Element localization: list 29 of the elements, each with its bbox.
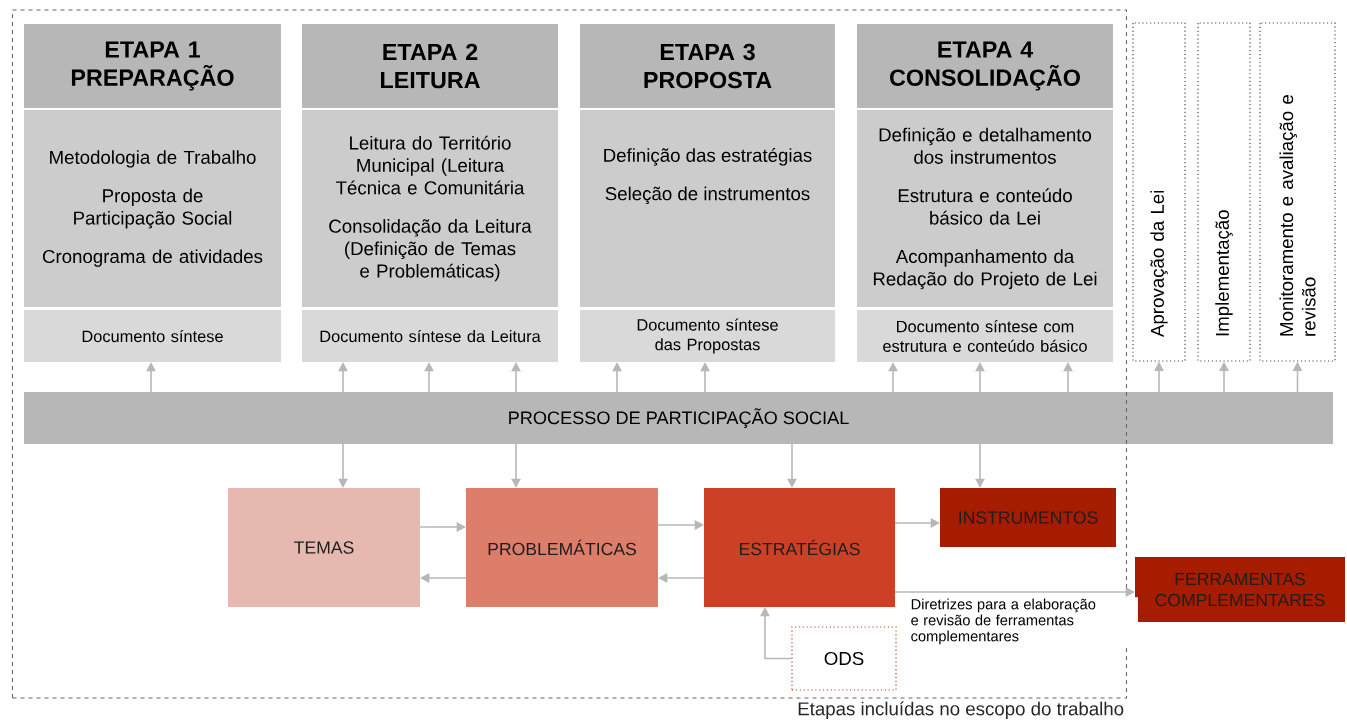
deliverable-box: Documento síntese das Propostas xyxy=(580,310,835,362)
node-label: Etapas incluídas no escopo do trabalho xyxy=(798,701,1124,720)
stage-header-box: ETAPA 3 PROPOSTA xyxy=(580,24,835,108)
stage-header-box: ETAPA 1 PREPARAÇÃO xyxy=(24,24,281,108)
process-box: FERRAMENTAS COMPLEMENTARES xyxy=(1135,557,1345,622)
deliverable-box: Documento síntese da Leitura xyxy=(302,310,558,362)
arrow xyxy=(975,443,985,488)
stage-content-box: Metodologia de Trabalho Proposta de Participação Social Cronograma de atividades xyxy=(24,110,281,307)
edge-label: Diretrizes para a elaboração e revisão de ferramentas complementares xyxy=(909,597,1138,646)
process-bar: PROCESSO DE PARTICIPAÇÃO SOCIAL xyxy=(24,392,1333,444)
process-box: ESTRATÉGIAS xyxy=(704,488,895,607)
arrow xyxy=(419,522,466,532)
arrow xyxy=(511,443,521,488)
later-stage-box: Aprovação da Lei xyxy=(1132,22,1186,362)
arrow xyxy=(338,443,348,488)
later-stage-box: Implementação xyxy=(1197,22,1251,362)
input-box: ODS xyxy=(791,626,897,691)
process-box: PROBLEMÁTICAS xyxy=(466,488,658,607)
stage-content-box: Definição e detalhamento dos instrumentos Estrutura e conteúdo básico da Lei Acompanhamento da Redação do Projeto de Lei xyxy=(857,110,1113,307)
process-box: TEMAS xyxy=(228,488,420,607)
deliverable-box: Documento síntese xyxy=(24,310,281,362)
arrow xyxy=(787,443,797,488)
stage-content-box: Definição das estratégias Seleção de instrumentos xyxy=(580,110,835,307)
process-box: INSTRUMENTOS xyxy=(940,488,1116,547)
later-stage-box: Monitoramento e avaliação e revisão xyxy=(1259,22,1336,362)
stage-content-box: Leitura do Território Municipal (Leitura Técnica e Comunitária Consolidação da Leitura (Definição de Temas e Problemáticas) xyxy=(302,110,558,307)
stage-header-box: ETAPA 2 LEITURA xyxy=(302,24,558,108)
stage-header-box: ETAPA 4 CONSOLIDAÇÃO xyxy=(857,24,1113,108)
deliverable-box: Documento síntese com estrutura e conteúdo básico xyxy=(857,310,1113,362)
